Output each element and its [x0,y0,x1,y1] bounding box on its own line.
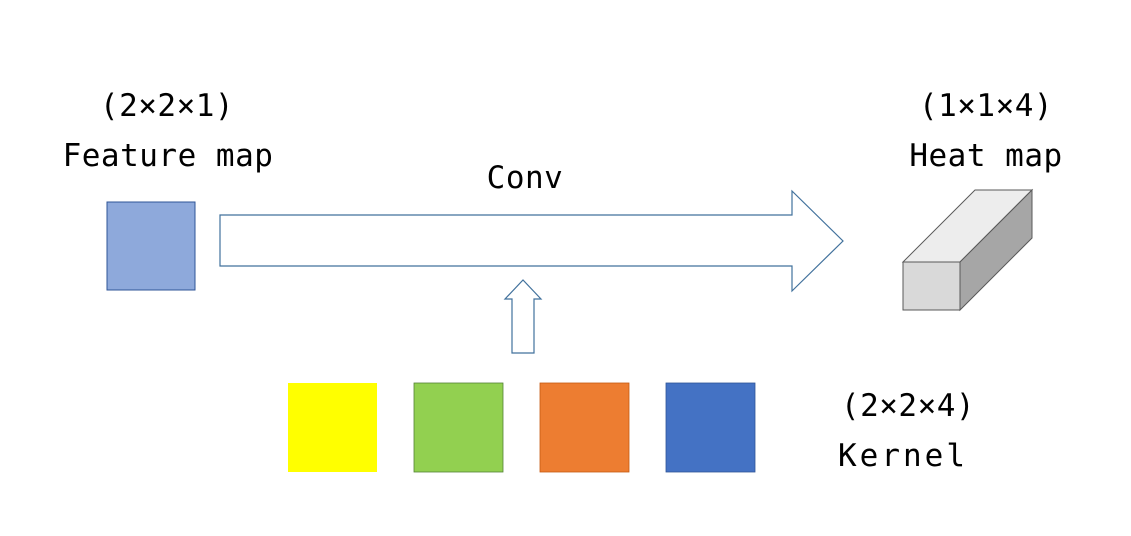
feature-map-dims: (2×2×1) [99,88,235,124]
heat-map-dims: (1×1×4) [918,88,1054,124]
kernel-square-blue [665,382,756,473]
feature-map-label: Feature map [62,138,274,174]
kernel-label: Kernel [838,438,968,474]
heat-map-label: Heat map [909,138,1063,174]
kernel-square-yellow [288,383,377,472]
feature-map-square [106,201,196,291]
kernel-squares [288,382,756,473]
heat-map-box [901,188,1034,312]
conv-arrow [219,189,844,293]
kernel-square-orange [539,382,630,473]
kernel-up-arrow [503,279,543,354]
kernel-square-green [413,382,504,473]
kernel-dims: (2×2×4) [840,388,976,424]
heat-map-box-front [902,261,961,311]
conv-label: Conv [486,160,564,196]
